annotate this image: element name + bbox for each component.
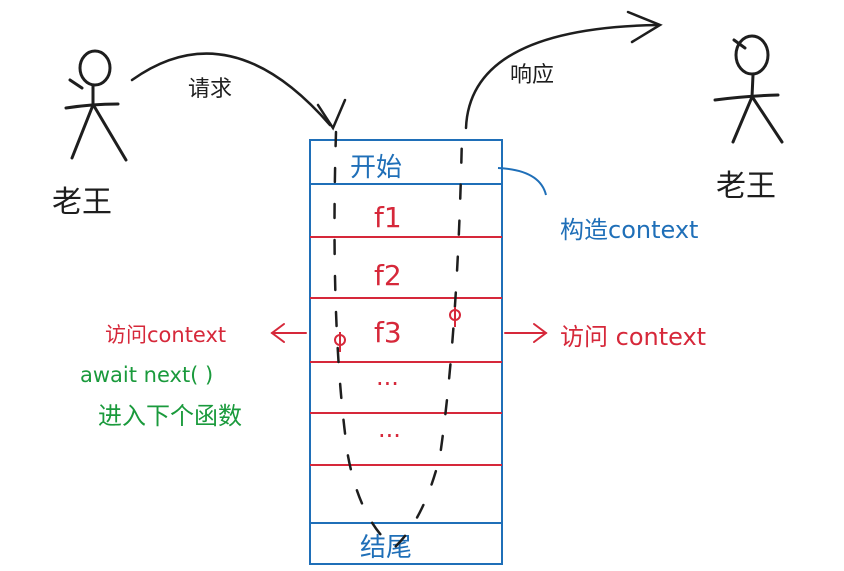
left-access-note: 访问context [105, 323, 226, 347]
response-arrow-curve [464, 23, 660, 130]
response-arrow-head [626, 10, 663, 44]
f3-checkpoint-markers [334, 307, 461, 352]
right-access-note: 访问 context [560, 323, 706, 351]
stack-layer-f1: f1 [374, 201, 402, 234]
left-person-head [78, 49, 112, 87]
request-arrow-curve [130, 52, 332, 127]
stack-start-label: 开始 [350, 153, 402, 183]
stack-layer-ellipsis-1: ··· [376, 370, 399, 398]
request-arrow [130, 52, 347, 131]
right-person-right-leg [751, 96, 784, 144]
onion-flow-path [333, 130, 464, 550]
response-label: 响应 [510, 63, 554, 88]
left-person-left-leg [70, 84, 95, 160]
construct-note-connector [497, 167, 547, 196]
right-person-hair [732, 38, 747, 50]
left-person-right-leg [92, 104, 128, 162]
middleware-stack: 开始 f1 f2 f3 ··· ··· 结尾 [309, 130, 503, 565]
right-person-label: 老王 [716, 169, 776, 204]
right-person-left-leg [731, 73, 755, 144]
stack-layer-f3: f3 [374, 316, 402, 349]
right-access-arrow [504, 323, 548, 343]
right-arrow-head [533, 323, 548, 343]
left-person-label: 老王 [52, 185, 112, 220]
request-label: 请求 [188, 77, 232, 102]
response-arrow [464, 10, 663, 130]
left-arrow-head [270, 323, 285, 343]
right-person-figure [713, 34, 784, 144]
left-person-hair [68, 78, 84, 90]
right-person-arms [713, 93, 780, 102]
stack-layer-f2: f2 [374, 259, 402, 292]
enter-next-function-note: 进入下个函数 [98, 402, 242, 430]
left-access-arrow [270, 323, 307, 343]
request-arrow-head [316, 98, 347, 131]
stack-outline [309, 139, 503, 565]
left-person-figure [64, 49, 128, 162]
construct-context-note: 构造context [560, 216, 698, 244]
layer-dividers [310, 236, 502, 466]
right-person-head [734, 34, 770, 76]
await-next-note: await next( ) [80, 363, 213, 387]
stack-layer-ellipsis-2: ··· [378, 422, 401, 450]
